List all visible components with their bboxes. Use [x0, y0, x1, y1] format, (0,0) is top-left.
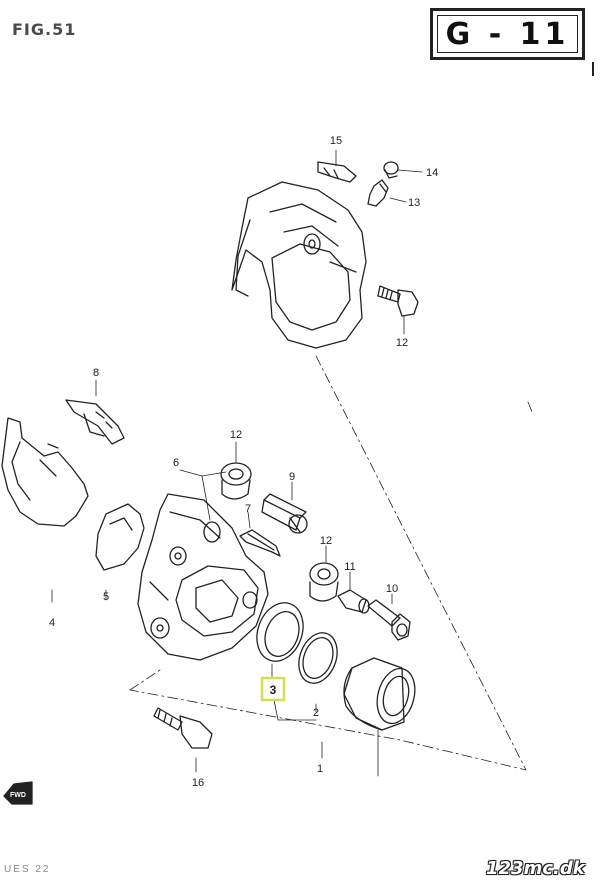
part-labels: 15 14 13 12 8 12 6 9 7 12 11 10 5 4 3 2 …	[10, 135, 438, 799]
part-label-15: 14	[426, 167, 438, 179]
part-label-11: 11	[344, 561, 355, 573]
sleeve-11	[337, 589, 370, 614]
dust-seal-2	[298, 632, 338, 684]
part-label-6: 6	[173, 457, 179, 469]
part-label-7: 7	[245, 503, 251, 515]
bolt-13	[377, 285, 419, 317]
pin-7	[239, 529, 281, 557]
part-label-17: 16	[192, 777, 204, 789]
part-label-10: 10	[386, 583, 398, 595]
part-label-9: 9	[289, 471, 295, 483]
boot-12-lower	[309, 562, 339, 602]
piston-1	[343, 657, 416, 731]
page-code: G - 11	[437, 15, 578, 53]
footer-code: UES 22	[4, 864, 51, 875]
part-label-5: 5	[103, 591, 109, 603]
fwd-arrow-icon	[3, 781, 33, 805]
figure-title: FIG.51	[12, 20, 77, 39]
assembly-outline	[129, 355, 533, 771]
boot-12-upper	[220, 462, 252, 500]
pin-10	[367, 599, 411, 641]
bleeder-cap-15	[383, 161, 399, 179]
shim-8	[65, 399, 125, 445]
bracket-clip-16	[317, 161, 357, 183]
part-label-14: 13	[408, 197, 420, 209]
upper-caliper-body	[231, 181, 367, 349]
leader-lines	[51, 149, 423, 777]
lower-caliper-body	[137, 493, 269, 661]
pad-5	[95, 503, 145, 571]
part-label-2: 2	[313, 707, 319, 719]
bolt-17	[153, 707, 213, 749]
part-label-12-upper: 12	[230, 429, 242, 441]
pin-9	[261, 493, 308, 534]
watermark: 123mc.dk	[486, 858, 585, 879]
bleeder-valve-14	[367, 179, 389, 207]
piston-seal-3	[256, 602, 304, 662]
part-label-3: 3	[270, 683, 277, 697]
corner-mark	[592, 62, 594, 76]
highlight-box	[260, 676, 286, 702]
fwd-label: FWD	[10, 792, 26, 799]
part-label-8: 8	[93, 367, 99, 379]
part-label-13: 12	[396, 337, 408, 349]
pad-4	[1, 417, 89, 527]
part-label-12-lower: 12	[320, 535, 332, 547]
part-label-1: 1	[317, 763, 323, 775]
part-label-16: 15	[330, 135, 342, 147]
part-label-4: 4	[49, 617, 55, 629]
page-code-box: G - 11	[430, 8, 585, 60]
